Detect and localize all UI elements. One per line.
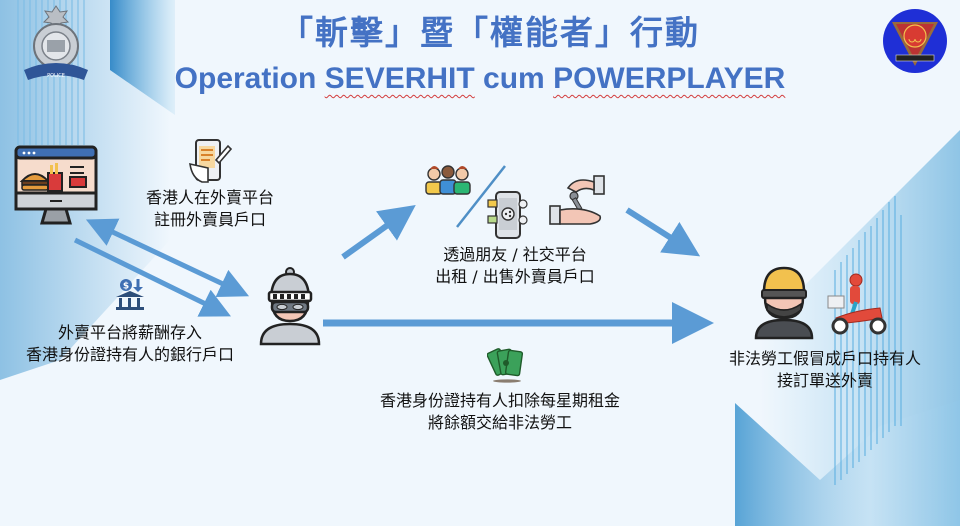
register-line1: 香港人在外賣平台 [145,188,274,207]
payment-line2: 香港身份證持有人的銀行戶口 [25,345,234,364]
title-en-severhit: SEVERHIT [324,62,475,95]
key-handover-icon [549,175,605,225]
title-en-prefix: Operation [174,62,325,95]
illegal-worker-line2: 接訂單送外賣 [776,371,873,390]
register-account-label: 香港人在外賣平台 註冊外賣員戶口 [130,187,290,231]
helmet-masked-worker-icon [754,266,814,340]
payment-line1: 外賣平台將薪酬存入 [57,323,202,342]
rent-deduction-line1: 香港身份證持有人扣除每星期租金 [379,391,620,410]
bank-deposit-icon: $ [116,279,144,310]
food-delivery-website-icon [14,145,98,225]
friends-group-icon [425,165,471,195]
arrow-payment [73,237,231,317]
arrow-holder-rent [341,205,416,260]
customs-crest-logo [883,9,947,73]
arrow-rent-worker [625,207,701,257]
delivery-scooter-icon [827,273,887,335]
salary-deposit-label: 外賣平台將薪酬存入 香港身份證持有人的銀行戶口 [0,322,260,366]
rent-sell-line2: 出租 / 出售外賣員戶口 [435,267,595,286]
rent-sell-line1: 透過朋友 / 社交平台 [443,245,587,264]
rent-deduction-line2: 將餘額交給非法勞工 [427,413,572,432]
page-title-chinese: 「斬擊」暨「權能者」行動 [280,13,700,52]
illegal-worker-line1: 非法勞工假冒成戶口持有人 [728,349,921,368]
police-crest-logo: POLICE [24,5,88,80]
illegal-worker-label: 非法勞工假冒成戶口持有人 接訂單送外賣 [700,348,950,392]
page-title-english: Operation SEVERHIT cum POWERPLAYER [130,62,830,96]
title-en-cum: cum [474,62,554,95]
social-media-phone-icon [487,191,528,239]
masked-person-icon [259,267,321,346]
svg-text:POLICE: POLICE [47,73,65,79]
svg-text:$: $ [123,282,129,292]
rent-deduction-label: 香港身份證持有人扣除每星期租金 將餘額交給非法勞工 [330,390,670,434]
cash-bills-icon [487,348,524,383]
title-en-powerplayer: POWERPLAYER [553,62,786,95]
register-line2: 註冊外賣員戶口 [153,210,266,229]
rent-sell-label: 透過朋友 / 社交平台 出租 / 出售外賣員戶口 [405,244,625,288]
phone-signup-icon [189,139,232,183]
